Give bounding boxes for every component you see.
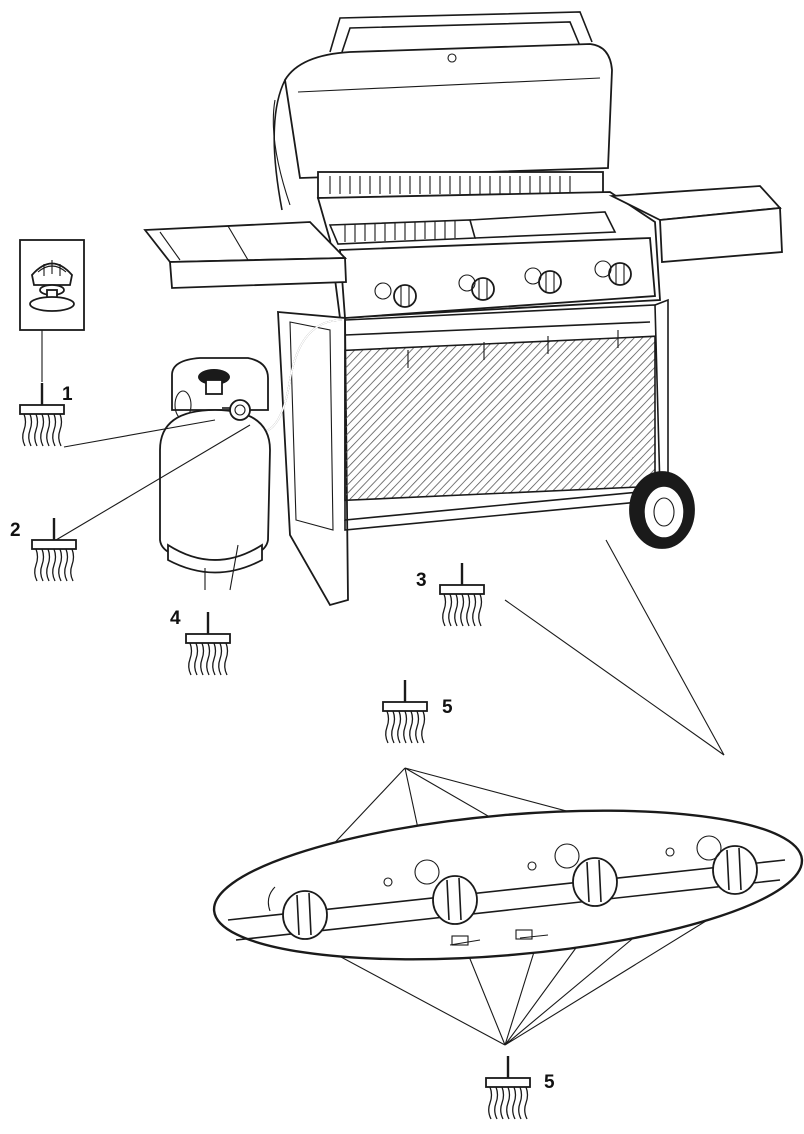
brush-icon: [381, 678, 429, 745]
valve-knobs-detail: [267, 835, 758, 940]
cart-wheel: [629, 471, 695, 549]
brush-icon: [484, 1054, 532, 1121]
control-panel-detail: [212, 809, 804, 961]
gas-cylinder: [159, 357, 271, 574]
right-side-shelf: [608, 185, 783, 263]
leader-lines: [41, 330, 741, 1046]
left-side-shelf: [143, 221, 348, 289]
callout-number: 4: [170, 608, 181, 629]
brush-callout-5-top: 5: [381, 678, 453, 745]
grill-control-knobs: [374, 260, 632, 308]
brush-callout-4: 4: [170, 608, 232, 677]
brush-callout-1: 1: [18, 381, 73, 448]
valve-inset: [19, 239, 85, 331]
callout-number: 3: [416, 570, 427, 591]
callout-number: 5: [442, 697, 453, 718]
brush-callout-2: 2: [10, 516, 78, 583]
callout-number: 5: [544, 1072, 555, 1093]
brush-icon: [30, 516, 78, 583]
callout-number: 1: [62, 384, 73, 405]
callout-number: 2: [10, 520, 21, 541]
cart-frame: [277, 298, 669, 607]
brush-icon: [18, 381, 66, 448]
brush-icon: [438, 561, 486, 628]
cylinder-valve: [198, 369, 251, 421]
cooking-grate: [328, 211, 617, 245]
brush-callout-3: 3: [416, 561, 486, 628]
grill-illustration: [143, 11, 783, 607]
brush-icon: [184, 610, 232, 677]
brush-callout-5-bottom: 5: [484, 1054, 555, 1121]
